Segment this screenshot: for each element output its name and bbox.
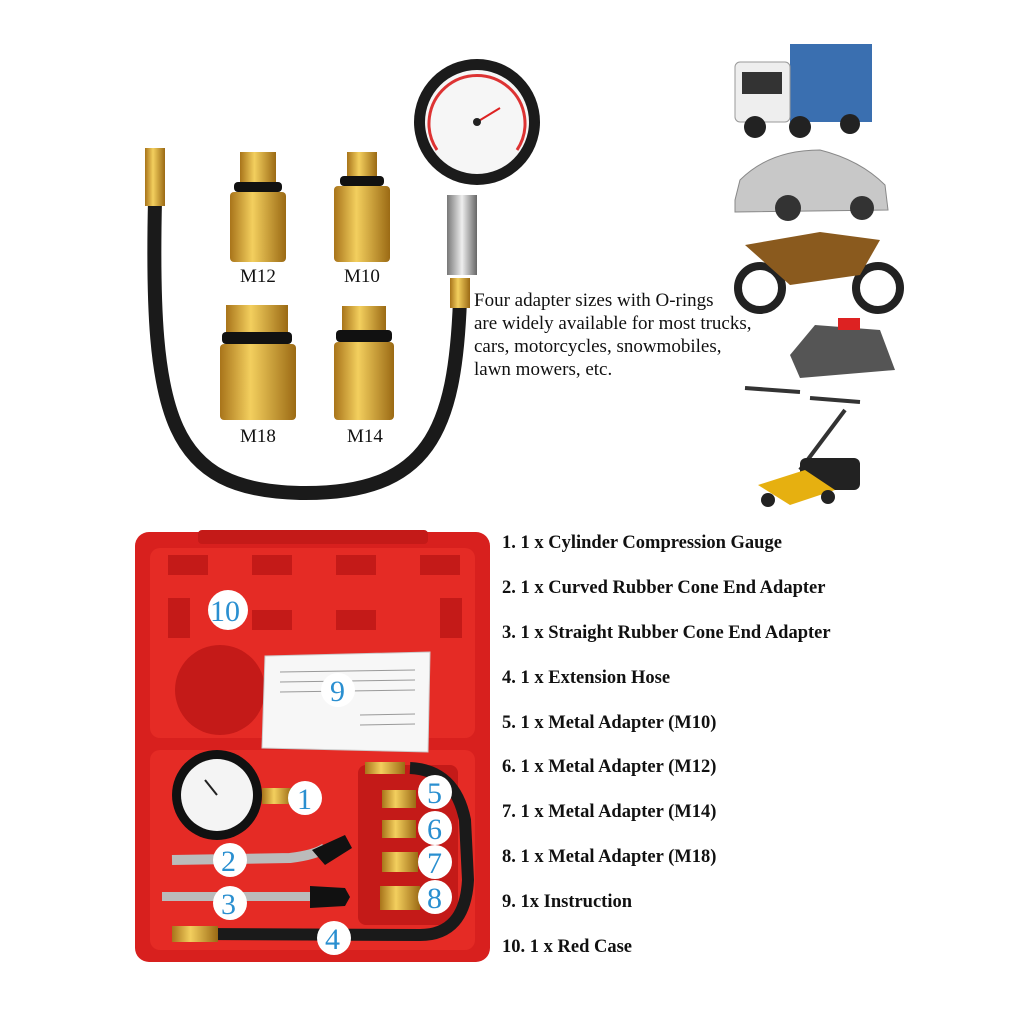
callout-2: 2 — [221, 845, 236, 878]
hose — [147, 199, 467, 501]
hose-fitting — [450, 278, 470, 308]
list-item: 5. 1 x Metal Adapter (M10) — [502, 712, 717, 733]
callout-6: 6 — [427, 813, 442, 846]
list-item: 2. 1 x Curved Rubber Cone End Adapter — [502, 577, 826, 598]
extension-hose — [172, 762, 475, 942]
size-label-m12: M12 — [240, 266, 276, 287]
callout-7: 7 — [427, 847, 442, 880]
list-item: 6. 1 x Metal Adapter (M12) — [502, 757, 717, 778]
adapter-m12 — [230, 152, 286, 262]
list-item: 3. 1 x Straight Rubber Cone End Adapter — [502, 622, 831, 643]
callout-3: 3 — [221, 888, 236, 921]
callout-10: 10 — [210, 595, 240, 628]
list-item: 4. 1 x Extension Hose — [502, 667, 671, 688]
truck-image — [734, 44, 872, 138]
adapter-m10 — [334, 152, 390, 262]
hose-fitting — [145, 148, 165, 206]
size-label-m18: M18 — [240, 426, 276, 447]
case-gauge — [172, 750, 292, 840]
callout-4: 4 — [325, 923, 340, 956]
contents-list: 1. 1 x Cylinder Compression Gauge 2. 1 x… — [502, 532, 831, 981]
list-item: 1. 1 x Cylinder Compression Gauge — [502, 533, 782, 553]
description-line: are widely available for most trucks, — [474, 313, 752, 334]
description-line: lawn mowers, etc. — [474, 359, 613, 380]
adapter-m18 — [220, 305, 296, 420]
list-item: 8. 1 x Metal Adapter (M18) — [502, 847, 717, 868]
list-item: 9. 1x Instruction — [502, 892, 633, 913]
pressure-gauge — [414, 59, 540, 185]
snowmobile-image — [744, 318, 895, 404]
size-label-m10: M10 — [344, 266, 380, 287]
adapter-m14 — [334, 306, 394, 420]
size-label-m14: M14 — [347, 426, 383, 447]
description-line: Four adapter sizes with O-rings — [474, 290, 714, 311]
list-item: 10. 1 x Red Case — [502, 937, 633, 958]
motorcycle-image — [734, 232, 904, 314]
callout-1: 1 — [297, 783, 312, 816]
description-text: Four adapter sizes with O-rings are wide… — [474, 289, 774, 381]
car-image — [734, 149, 889, 221]
callout-5: 5 — [427, 777, 442, 810]
callout-markers: 1 2 3 4 5 6 7 8 9 10 — [208, 590, 452, 956]
gauge-coupler — [447, 195, 477, 275]
callout-8: 8 — [427, 882, 442, 915]
list-item: 7. 1 x Metal Adapter (M14) — [502, 802, 717, 823]
callout-9: 9 — [330, 675, 345, 708]
description-line: cars, motorcycles, snowmobiles, — [474, 336, 722, 357]
case-adapters — [380, 790, 420, 910]
curved-cone-adapter — [171, 835, 352, 865]
lawn-mower-image — [758, 408, 860, 507]
